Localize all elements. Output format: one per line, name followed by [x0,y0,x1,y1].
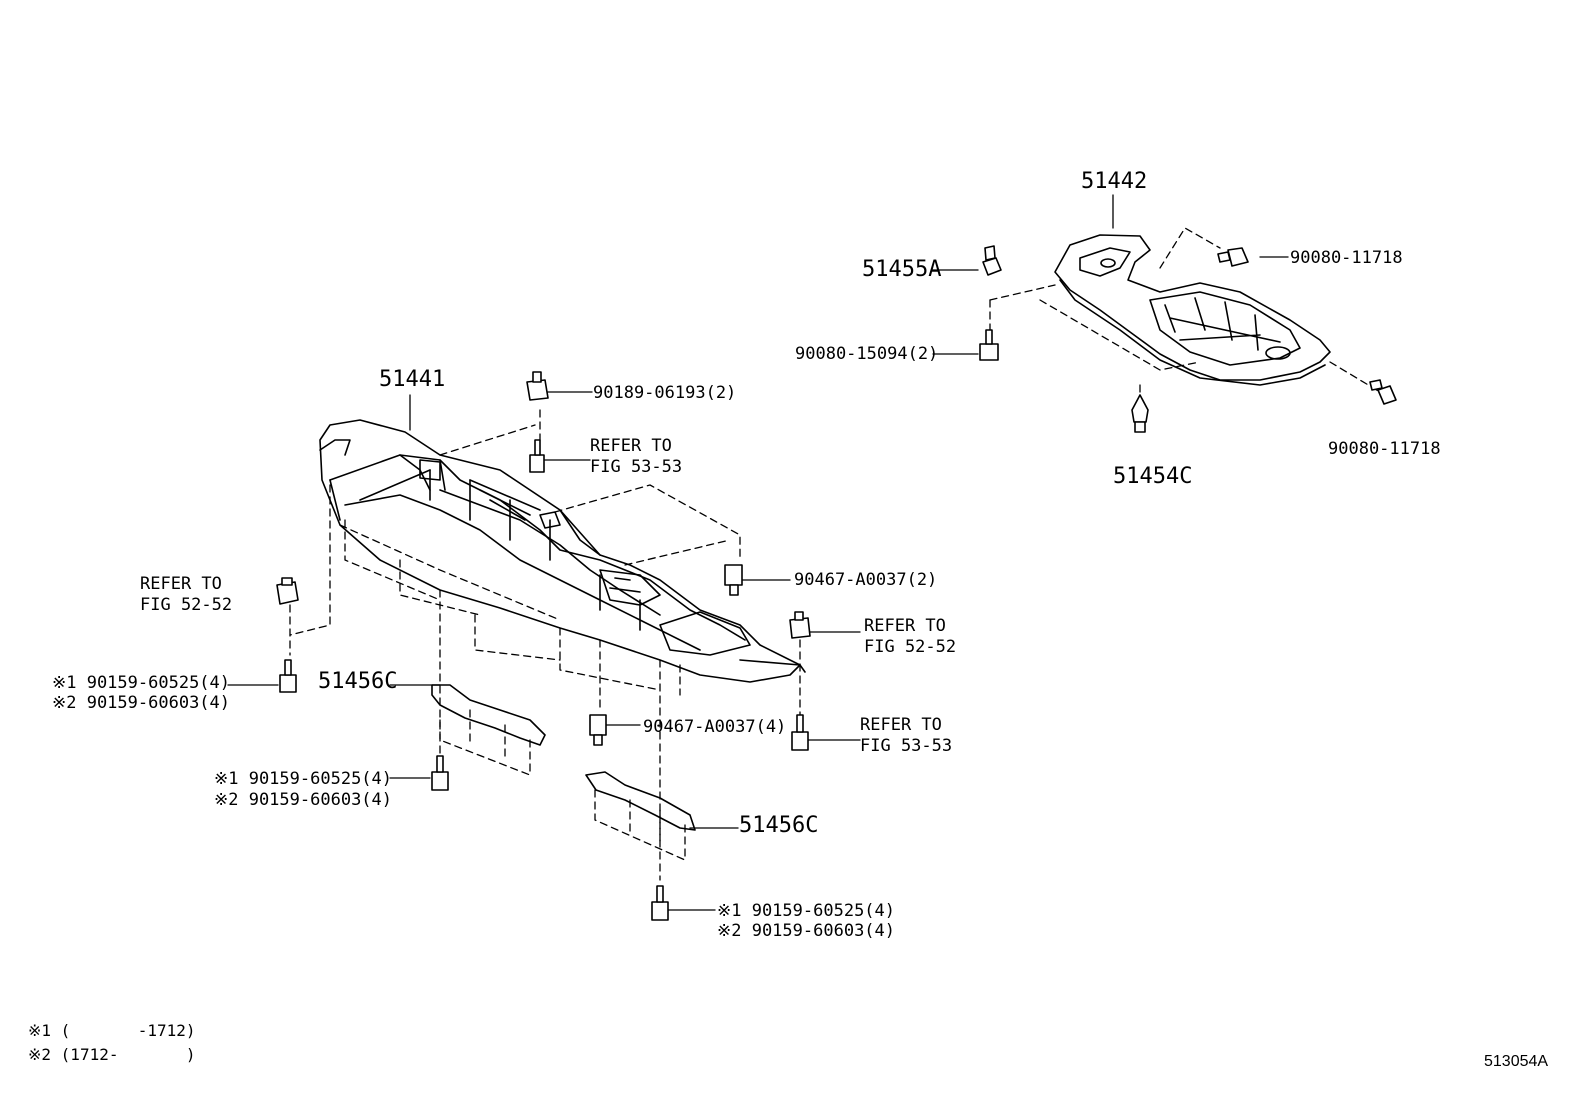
bolt-label-2: ※2 90159-60603(4) [52,693,231,713]
rear-leader-lines [932,194,1289,355]
refer-to-label: REFER TO [860,715,942,735]
bolt-label-1: ※1 90159-60525(4) [52,673,231,693]
footnote-2: ※2 (1712- ) [28,1045,196,1064]
bolt-label-1: ※1 90159-60525(4) [214,769,393,789]
diagram-id: 513054A [1484,1053,1549,1070]
footnote-1: ※1 ( -1712) [28,1021,196,1040]
refer-fig-label: FIG 53-53 [590,457,683,477]
part-label-90189-06193: 90189-06193(2) [593,383,737,403]
refer-to-label: REFER TO [864,616,946,636]
front-leader-lines [227,391,861,911]
bolt-label-1: ※1 90159-60525(4) [717,901,896,921]
part-label-51455a: 51455A [862,257,942,282]
refer-fig-label: FIG 52-52 [140,595,233,615]
part-label-90467-a0037-2: 90467-A0037(2) [794,570,938,590]
part-label-51442: 51442 [1081,169,1148,194]
rear-fasteners [979,245,1397,433]
front-brackets [431,684,696,831]
refer-to-label: REFER TO [140,574,222,594]
bolt-label-2: ※2 90159-60603(4) [717,921,896,941]
part-label-51456c-upper: 51456C [318,669,398,694]
refer-fig-label: FIG 53-53 [860,736,953,756]
front-dashed-lines [289,409,801,881]
refer-fig-label: FIG 52-52 [864,637,957,657]
rear-engine-under-cover [1054,234,1331,386]
part-label-90080-11718-top: 90080-11718 [1290,248,1403,268]
part-label-90080-15094: 90080-15094(2) [795,344,939,364]
part-label-51441: 51441 [379,367,446,392]
part-label-90467-a0037-4: 90467-A0037(4) [643,717,787,737]
bolt-label-2: ※2 90159-60603(4) [214,790,393,810]
part-label-90080-11718-bottom: 90080-11718 [1328,439,1441,459]
front-fasteners [276,371,811,921]
part-label-51454c: 51454C [1113,464,1193,489]
front-engine-under-cover [319,419,806,683]
part-label-51456c-lower: 51456C [739,813,819,838]
refer-to-label: REFER TO [590,436,672,456]
